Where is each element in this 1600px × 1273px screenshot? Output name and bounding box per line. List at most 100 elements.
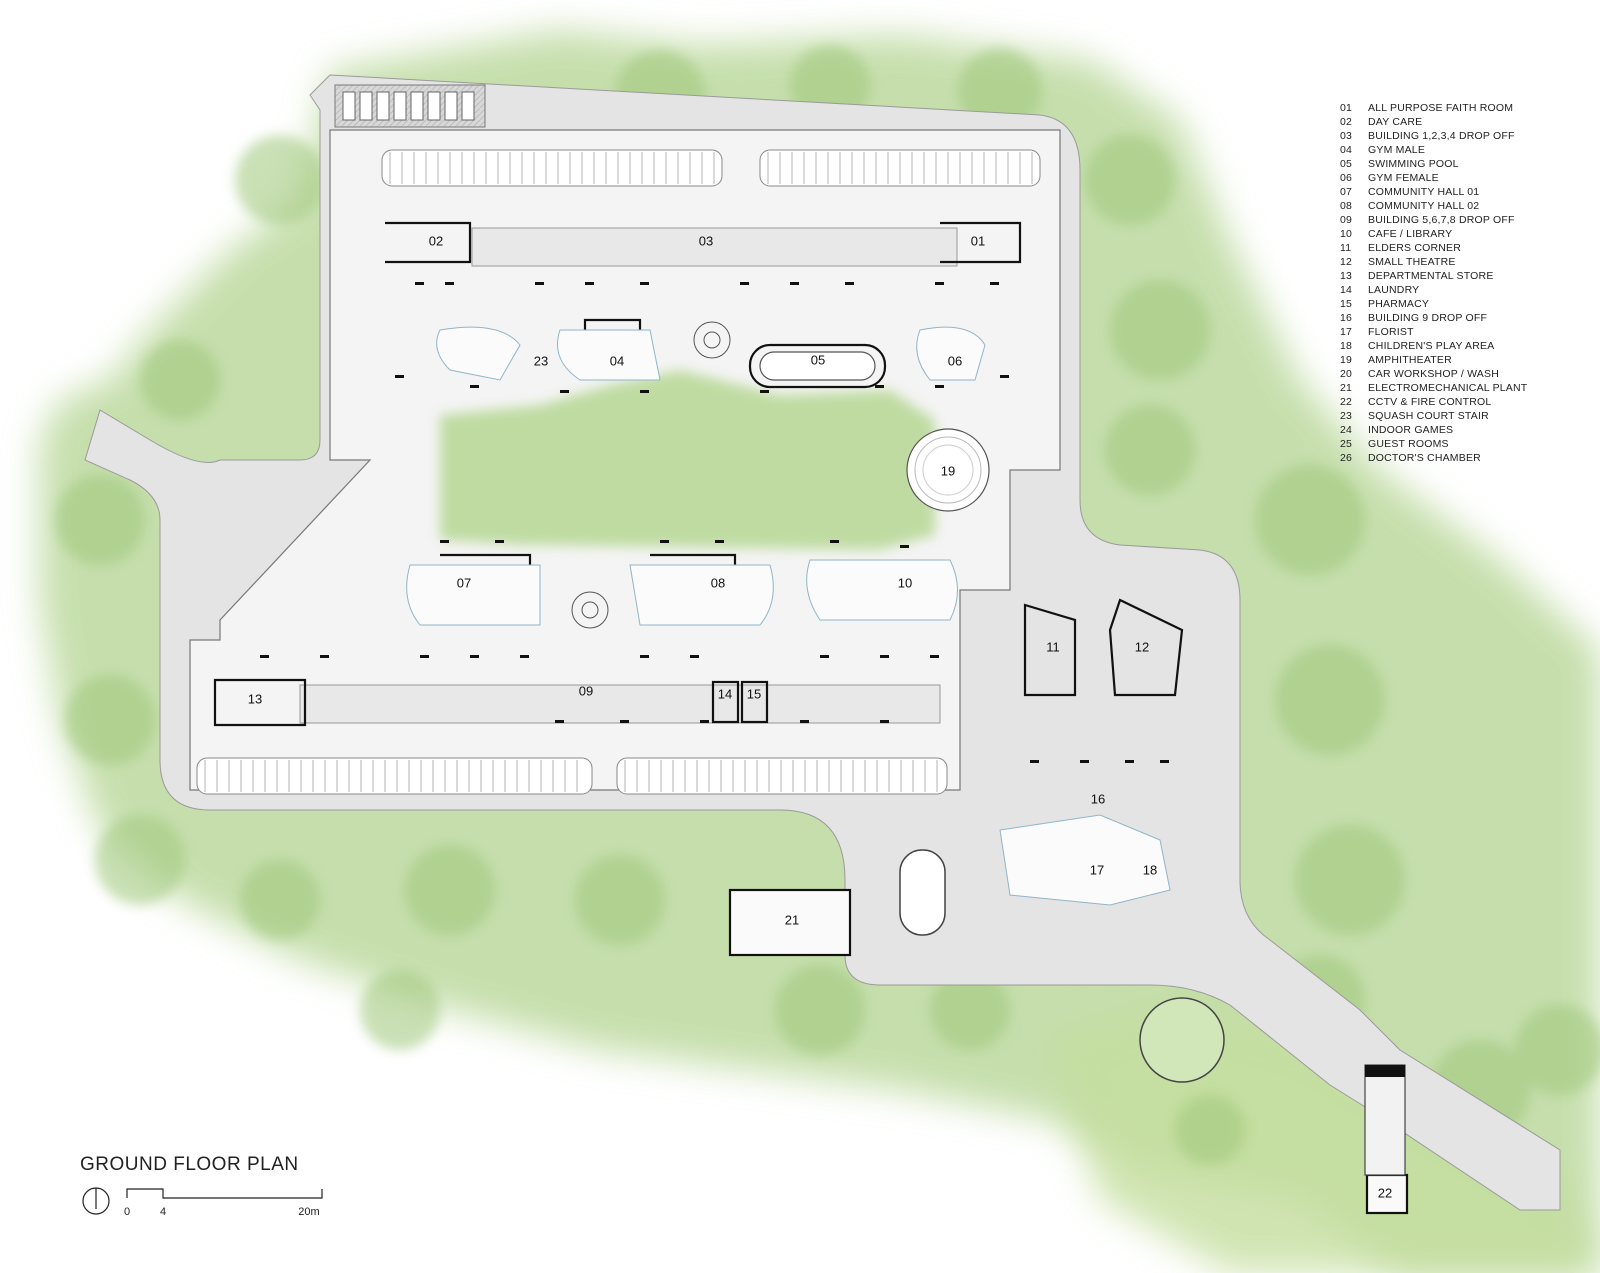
column-mark xyxy=(935,282,944,285)
column-mark xyxy=(830,540,839,543)
legend-label: GYM MALE xyxy=(1368,144,1426,156)
legend-number: 25 xyxy=(1340,438,1353,450)
legend-number: 21 xyxy=(1340,382,1353,394)
legend-label: CHILDREN'S PLAY AREA xyxy=(1368,340,1495,352)
label-18: 18 xyxy=(1143,862,1157,877)
label-06: 06 xyxy=(948,353,962,368)
legend-number: 07 xyxy=(1340,186,1353,198)
column-mark xyxy=(740,282,749,285)
column-mark xyxy=(620,720,629,723)
room-fills xyxy=(406,326,1171,906)
column-mark xyxy=(875,385,884,388)
legend-item: 13 DEPARTMENTAL STORE xyxy=(1340,269,1585,283)
legend-label: BUILDING 9 DROP OFF xyxy=(1368,312,1488,324)
column-mark xyxy=(395,375,404,378)
label-17: 17 xyxy=(1090,862,1104,877)
legend-label: COMMUNITY HALL 02 xyxy=(1368,200,1480,212)
legend-label: AMPHITHEATER xyxy=(1368,354,1452,366)
legend-item: 15 PHARMACY xyxy=(1340,297,1585,311)
column-mark xyxy=(1080,760,1089,763)
legend-number: 13 xyxy=(1340,270,1353,282)
legend-label: PHARMACY xyxy=(1368,298,1430,310)
column-mark xyxy=(470,655,479,658)
column-mark xyxy=(445,282,454,285)
legend-label: INDOOR GAMES xyxy=(1368,424,1454,436)
column-mark xyxy=(1160,760,1169,763)
label-23: 23 xyxy=(534,353,548,368)
legend-label: CAFE / LIBRARY xyxy=(1368,228,1453,240)
legend-number: 06 xyxy=(1340,172,1353,184)
column-mark xyxy=(660,540,669,543)
column-mark xyxy=(845,282,854,285)
legend-number: 11 xyxy=(1340,242,1352,254)
column-mark xyxy=(640,282,649,285)
legend-item: 16 BUILDING 9 DROP OFF xyxy=(1340,311,1585,325)
legend-number: 14 xyxy=(1340,284,1353,296)
legend-label: DEPARTMENTAL STORE xyxy=(1368,270,1494,282)
parking-strip-north xyxy=(334,84,486,128)
column-mark xyxy=(930,655,939,658)
legend-label: ALL PURPOSE FAITH ROOM xyxy=(1368,102,1514,114)
label-22: 22 xyxy=(1378,1185,1392,1200)
legend-item: 07 COMMUNITY HALL 01 xyxy=(1340,185,1585,199)
column-mark xyxy=(1125,760,1134,763)
legend-label: COMMUNITY HALL 01 xyxy=(1368,186,1480,198)
legend-label: DAY CARE xyxy=(1368,116,1423,128)
column-mark xyxy=(260,655,269,658)
legend-label: DOCTOR'S CHAMBER xyxy=(1368,452,1481,464)
column-mark xyxy=(935,385,944,388)
column-mark xyxy=(560,390,569,393)
column-mark xyxy=(690,655,699,658)
column-mark xyxy=(440,540,449,543)
legend-number: 10 xyxy=(1340,228,1353,240)
legend-number: 01 xyxy=(1340,102,1353,114)
label-01: 01 xyxy=(971,233,985,248)
structural-columns xyxy=(260,282,1169,763)
scale-tick-0: 0 xyxy=(124,1206,130,1218)
legend-item: 10 CAFE / LIBRARY xyxy=(1340,227,1585,241)
column-mark xyxy=(640,655,649,658)
legend-item: 26 DOCTOR'S CHAMBER xyxy=(1340,451,1585,465)
legend-number: 26 xyxy=(1340,452,1353,464)
column-mark xyxy=(520,655,529,658)
column-mark xyxy=(320,655,329,658)
legend-number: 22 xyxy=(1340,396,1353,408)
column-mark xyxy=(555,720,564,723)
column-mark xyxy=(715,540,724,543)
legend-number: 16 xyxy=(1340,312,1353,324)
legend-label: SWIMMING POOL xyxy=(1368,158,1459,170)
column-mark xyxy=(700,720,709,723)
column-mark xyxy=(790,282,799,285)
column-mark xyxy=(415,282,424,285)
turnaround-island xyxy=(899,849,946,936)
column-mark xyxy=(640,390,649,393)
label-21: 21 xyxy=(785,912,799,927)
scale-bar: 0 4 20m xyxy=(124,1188,323,1218)
spiral-stairs xyxy=(571,321,731,629)
legend-number: 23 xyxy=(1340,410,1353,422)
amphitheater xyxy=(906,428,990,512)
roundabout xyxy=(1139,997,1225,1083)
label-02: 02 xyxy=(429,233,443,248)
legend-number: 15 xyxy=(1340,298,1353,310)
north-arrow xyxy=(82,1187,110,1215)
legend-label: CAR WORKSHOP / WASH xyxy=(1368,368,1499,380)
label-15: 15 xyxy=(747,686,761,701)
label-05: 05 xyxy=(811,352,825,367)
column-mark xyxy=(800,720,809,723)
legend-number: 03 xyxy=(1340,130,1353,142)
label-07: 07 xyxy=(457,575,471,590)
